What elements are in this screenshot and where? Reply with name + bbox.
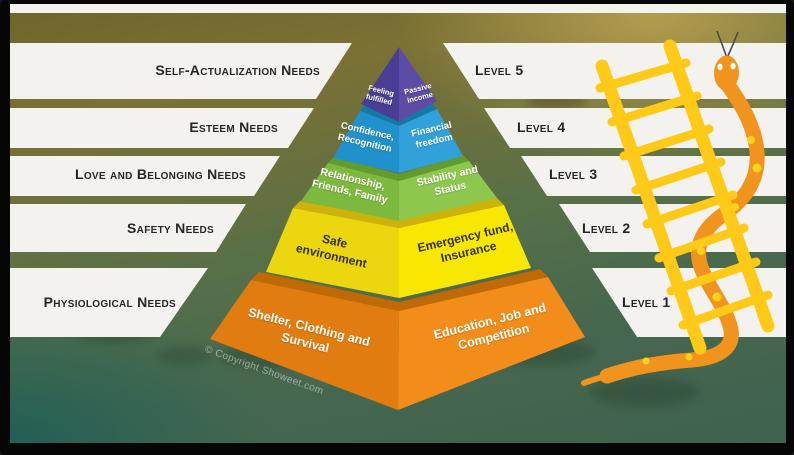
tier5-right-face xyxy=(399,47,437,122)
ladder-left-rail xyxy=(595,59,707,355)
level-label-1: Level 1 xyxy=(622,294,671,310)
level-label-2: Level 2 xyxy=(582,220,631,236)
snake-tail xyxy=(581,373,610,386)
tier1-top-bevel xyxy=(251,269,548,311)
ground-blob xyxy=(157,347,213,365)
tier2-right-face xyxy=(399,205,531,298)
level-label-4: Level 4 xyxy=(517,119,566,135)
tier2-top-bevel xyxy=(293,198,504,228)
ground-blob xyxy=(590,377,700,407)
tier1-left-face xyxy=(210,280,399,410)
need-label-safety: Safety Needs xyxy=(127,220,214,236)
level-bar-5 xyxy=(443,43,786,99)
snake-spots xyxy=(642,136,762,365)
need-label-esteem: Esteem Needs xyxy=(189,119,278,135)
needs-bar-safety xyxy=(10,204,246,252)
tier4-left-face xyxy=(333,111,399,173)
snake-spot xyxy=(642,357,650,365)
snake-eye xyxy=(717,63,723,71)
need-label-self-actualization: Self-Actualization Needs xyxy=(155,62,320,78)
snake-eye xyxy=(730,62,736,70)
snake-spot xyxy=(697,247,705,255)
needs-bar-esteem xyxy=(10,108,314,148)
tier3-right-face xyxy=(399,161,497,221)
tier5-left-face xyxy=(361,47,399,122)
snake-spot xyxy=(712,292,722,302)
tier3-left-face xyxy=(301,163,399,221)
pyramid xyxy=(210,47,585,410)
need-label-physiological: Physiological Needs xyxy=(43,294,176,310)
snake-illustration xyxy=(581,30,765,386)
snake-body xyxy=(599,76,765,384)
level-label-5: Level 5 xyxy=(475,62,524,78)
snake-spot xyxy=(747,136,755,144)
ladder-right-rail xyxy=(663,39,775,333)
needs-bar-physiological xyxy=(10,268,208,337)
snake-spot xyxy=(685,353,693,361)
level-label-3: Level 3 xyxy=(549,166,598,182)
need-label-love-belonging: Love and Belonging Needs xyxy=(75,166,246,182)
top-sliver-bar xyxy=(10,4,786,13)
needs-bar-self-actualization xyxy=(10,43,352,99)
tier2-left-face xyxy=(266,208,399,298)
tier4-right-face xyxy=(399,109,463,173)
needs-bar-love-belonging xyxy=(10,156,280,196)
ladder-illustration xyxy=(595,39,775,355)
level-bar-4 xyxy=(484,108,786,148)
snake-spot xyxy=(752,163,762,173)
tier1-right-face xyxy=(398,277,585,410)
